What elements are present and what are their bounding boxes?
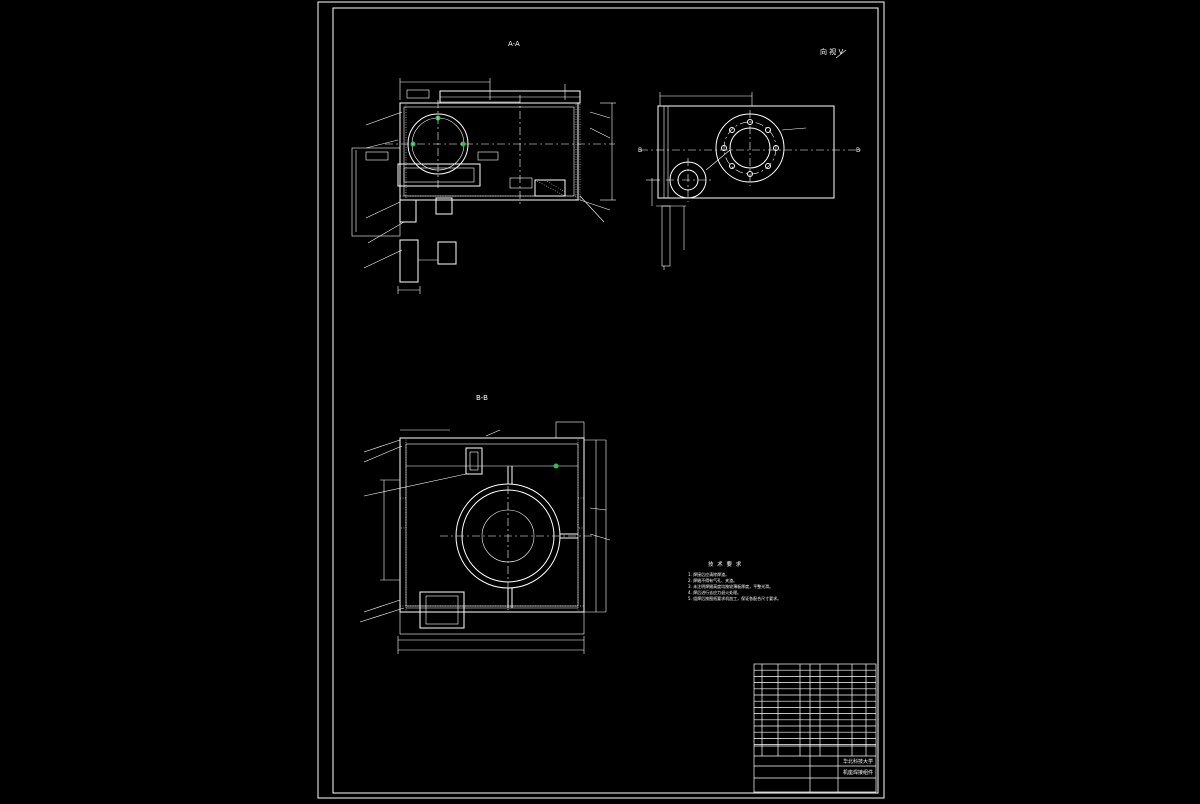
tech-req-item: 4. 焊后进行去应力退火处理。: [688, 589, 741, 595]
dv-body-outline: [657, 105, 835, 199]
title-block-frame: [753, 663, 877, 793]
aa-body-outline: [399, 102, 579, 201]
tech-req-item: 3. 未注明焊缝高度均按较薄板厚度，平整光滑。: [688, 583, 773, 589]
direction-view: 向 视 V B B: [638, 47, 862, 270]
outer-border: [317, 1, 885, 799]
section-aa-label: A-A: [508, 40, 520, 48]
section-bb-label: B-B: [476, 394, 488, 402]
title-block: 华北科技大学 机座焊接组件: [753, 663, 877, 793]
inner-border: [332, 7, 879, 794]
svg-text:B: B: [638, 147, 642, 154]
tech-req-item: 5. 组焊后按图纸要求机加工，保证各配合尺寸要求。: [688, 595, 781, 601]
tech-req-title: 技 术 要 求: [708, 560, 742, 568]
drawing-name: 机座焊接组件: [843, 769, 873, 776]
tech-req-item: 2. 焊缝不得有气孔、夹渣。: [688, 577, 737, 583]
technical-requirements: 技 术 要 求 1. 焊接后应清除焊渣。2. 焊缝不得有气孔、夹渣。3. 未注明…: [688, 560, 781, 601]
university-name: 华北科技大学: [843, 758, 873, 765]
tech-req-item: 1. 焊接后应清除焊渣。: [688, 571, 729, 577]
section-aa-view: A-A: [351, 40, 616, 294]
svg-text:B: B: [856, 147, 860, 154]
direction-view-label: 向 视 V: [820, 47, 843, 56]
section-bb-view: B-B: [359, 394, 611, 654]
